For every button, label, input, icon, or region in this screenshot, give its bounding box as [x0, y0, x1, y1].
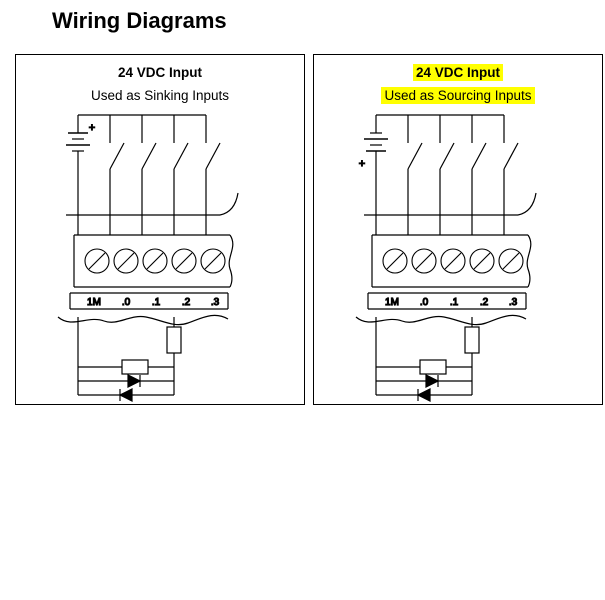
break-line	[355, 314, 527, 326]
panel-sourcing-heading: 24 VDC Input	[314, 64, 602, 81]
terminal-label-1: .1	[152, 297, 161, 308]
internal-input-circuit	[375, 317, 480, 402]
battery-plus-label: +	[89, 122, 95, 134]
screw-terminals	[84, 248, 226, 274]
protection-diode	[127, 374, 142, 388]
terminal-label-0: .0	[420, 297, 429, 308]
switch-contacts	[109, 142, 221, 170]
shunt-resistor	[166, 326, 182, 354]
field-wiring-rail	[66, 192, 239, 216]
page-title: Wiring Diagrams	[52, 8, 227, 33]
switch-top-leads	[407, 115, 505, 143]
series-resistor	[419, 359, 447, 375]
terminal-label-strip	[367, 292, 527, 310]
terminal-block-body	[371, 234, 532, 288]
terminal-label-1m: 1M	[87, 297, 101, 308]
terminal-label-3: .3	[211, 297, 220, 308]
terminal-label-0: .0	[122, 297, 131, 308]
break-line	[57, 314, 229, 326]
terminal-label-3: .3	[509, 297, 518, 308]
switch-top-leads	[109, 115, 207, 143]
terminal-block-body	[73, 234, 234, 288]
panel-sourcing-inputs: 24 VDC Input Used as Sourcing Inputs +	[313, 54, 603, 405]
circuit-diagram-sourcing: +	[355, 114, 537, 405]
terminal-labels: 1M .0 .1 .2 .3	[86, 296, 220, 308]
panel-sinking-heading: 24 VDC Input	[117, 65, 202, 80]
led-emitter	[118, 388, 133, 402]
terminal-label-2: .2	[182, 297, 191, 308]
dc-power-source-symbol	[364, 115, 388, 215]
terminal-label-2: .2	[480, 297, 489, 308]
protection-diode	[425, 374, 440, 388]
terminal-label-strip	[69, 292, 229, 310]
circuit-diagram-sinking: +	[57, 114, 239, 405]
terminal-entry-wires	[375, 215, 505, 235]
series-resistor	[121, 359, 149, 375]
switch-bottom-leads	[109, 169, 207, 215]
terminal-labels: 1M .0 .1 .2 .3	[384, 296, 518, 308]
switch-bottom-leads	[407, 169, 505, 215]
screw-terminals	[382, 248, 524, 274]
terminal-entry-wires	[77, 215, 207, 235]
shunt-resistor	[464, 326, 480, 354]
battery-plus-label: +	[359, 158, 365, 170]
panel-sinking-subheading: Used as Sinking Inputs	[90, 88, 230, 103]
dc-power-source-symbol	[66, 115, 90, 215]
led-emitter	[416, 388, 431, 402]
terminal-label-1m: 1M	[385, 297, 399, 308]
field-wiring-rail	[364, 192, 537, 216]
terminal-label-1: .1	[450, 297, 459, 308]
switch-contacts	[407, 142, 519, 170]
panel-sourcing-subheading: Used as Sourcing Inputs	[314, 87, 602, 104]
internal-input-circuit	[77, 317, 182, 402]
panel-sinking-inputs: 24 VDC Input Used as Sinking Inputs +	[15, 54, 305, 405]
